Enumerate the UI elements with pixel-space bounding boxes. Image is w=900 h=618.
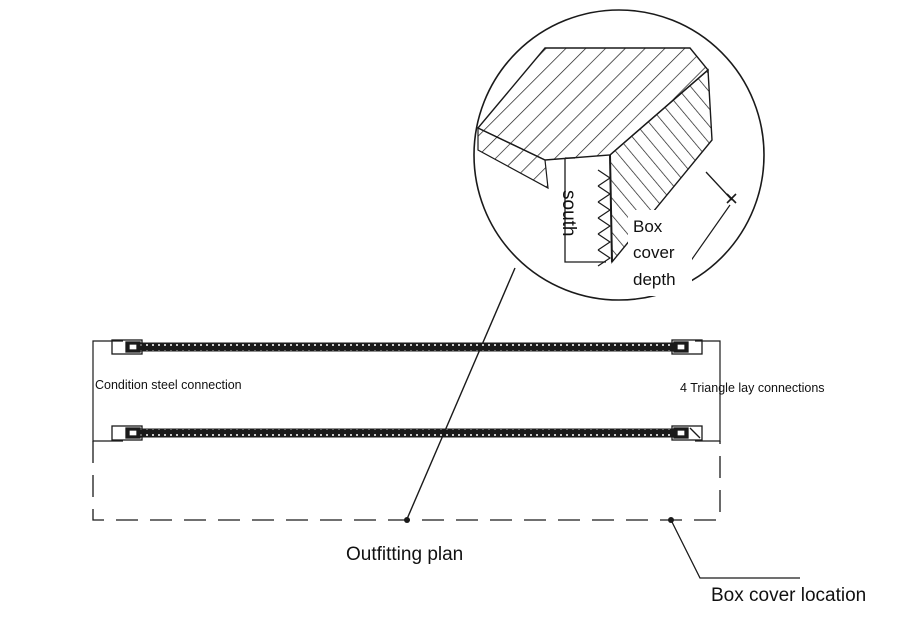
- steel-bar-bottom: [139, 428, 676, 438]
- condition-steel-label: Condition steel connection: [95, 378, 242, 392]
- plan-view: Condition steel connection 4 Triangle la…: [92, 339, 825, 523]
- triangle-lay-label: 4 Triangle lay connections: [680, 381, 825, 395]
- box-cover-depth-label-1: Box: [633, 217, 663, 236]
- box-corner-edge: [609, 154, 613, 263]
- detail-leader-line: [406, 267, 516, 520]
- location-leader-line: [670, 519, 800, 579]
- detail-circle-outline: [473, 9, 765, 301]
- box-front-face: [477, 127, 549, 190]
- outfitting-plan-label: Outfitting plan: [346, 544, 463, 565]
- box-cover-depth-label-2: cover: [633, 243, 675, 262]
- detail-circle: south Box cover depth: [473, 9, 765, 301]
- plan-marker-dot: [404, 517, 410, 523]
- right-connector-top: [671, 339, 703, 355]
- south-label: south: [558, 190, 579, 236]
- box-cover-outline: [92, 441, 721, 521]
- left-connector-top: [111, 339, 143, 355]
- right-connector-bottom: [671, 425, 703, 441]
- corner-chevrons: [597, 169, 612, 267]
- left-connector-bottom: [111, 425, 143, 441]
- box-cover-depth-label-3: depth: [633, 270, 676, 289]
- box-cover-location-label: Box cover location: [711, 585, 866, 606]
- steel-bar-top: [139, 342, 676, 352]
- south-dimension-bracket: [564, 158, 606, 263]
